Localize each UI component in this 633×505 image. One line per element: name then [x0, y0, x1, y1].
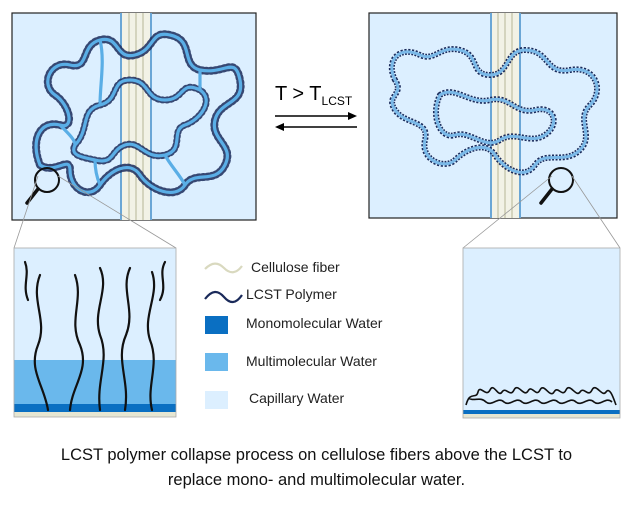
legend-item-capillary-water: Capillary Water [205, 390, 345, 409]
multimolecular-water-swatch [205, 353, 228, 371]
zoom-line-left-b [57, 175, 177, 249]
legend-item-monomolecular-water: Monomolecular Water [205, 315, 383, 334]
swollen-network-inner [72, 78, 208, 163]
zoom-panel-collapsed [462, 247, 621, 419]
zoom-collapsed-frame [462, 247, 621, 419]
transition-label: T > TLCST [275, 83, 353, 108]
zoom-collapsed-capillary [463, 248, 620, 410]
collapsed-network-outer-fill [390, 47, 599, 174]
legend-item-multimolecular-water: Multimolecular Water [205, 353, 377, 371]
zoom-swollen-multimolecular [14, 360, 176, 404]
legend-label-capillary-water: Capillary Water [249, 390, 345, 406]
zoom-line-right-a [462, 175, 553, 249]
zoom-swollen-monomolecular [14, 404, 176, 412]
panel-collapsed [368, 12, 621, 249]
zoom-collapsed-fiber [463, 414, 620, 418]
legend-item-cellulose-fiber: Cellulose fiber [204, 259, 340, 275]
capillary-water-swatch [205, 391, 228, 409]
panel-swollen [11, 12, 257, 249]
cellulose-fiber-line-icon [204, 262, 243, 274]
reverse-arrowhead [275, 123, 284, 131]
legend-label-multimolecular-water: Multimolecular Water [246, 353, 377, 369]
extended-polymer-chains [23, 260, 167, 412]
caption-line-1: LCST polymer collapse process on cellulo… [60, 446, 573, 464]
cellulose-fiber-vertical-right [490, 13, 521, 218]
zoom-panel-swollen [13, 247, 177, 418]
zoom-swollen-capillary [14, 248, 176, 360]
zoom-line-left-a [13, 175, 39, 249]
collapsed-polymer-chains [465, 386, 617, 406]
zoom-swollen-fiber [14, 412, 176, 417]
magnifier-icon-left [25, 167, 60, 205]
collapsed-network-inner-fill [434, 90, 556, 145]
legend-label-monomolecular-water: Monomolecular Water [246, 315, 383, 331]
legend-item-lcst-polymer: LCST Polymer [204, 286, 337, 304]
swollen-network-outer [34, 32, 243, 194]
legend: Cellulose fiber LCST Polymer Monomolecul… [204, 259, 383, 409]
zoom-swollen-frame [13, 247, 177, 418]
lcst-polymer-line-icon [204, 290, 243, 304]
forward-arrowhead [348, 112, 357, 120]
zoom-collapsed-monomolecular [463, 410, 620, 414]
swollen-network-links [58, 39, 202, 186]
zoom-line-right-b [571, 175, 621, 249]
legend-label-cellulose-fiber: Cellulose fiber [251, 259, 340, 275]
magnifier-icon-right [539, 167, 574, 205]
figure-caption: LCST polymer collapse process on cellulo… [0, 443, 633, 493]
legend-label-lcst-polymer: LCST Polymer [246, 286, 337, 302]
monomolecular-water-swatch [205, 316, 228, 334]
transition-arrows: T > TLCST [275, 83, 357, 131]
caption-line-2: replace mono- and multimolecular water. [167, 471, 466, 489]
